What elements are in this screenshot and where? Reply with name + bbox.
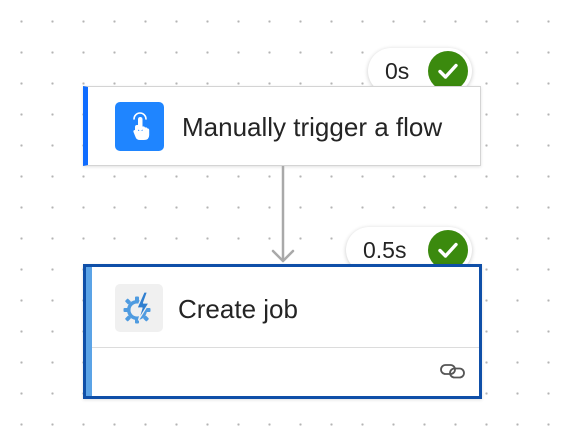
touch-hand-icon — [115, 102, 164, 151]
action-duration: 0.5s — [363, 236, 407, 263]
action-card[interactable]: Create job — [83, 264, 482, 399]
connector-arrow — [271, 166, 295, 263]
check-circle-icon — [428, 230, 468, 270]
action-accent-bar — [86, 267, 92, 396]
action-title: Create job — [178, 294, 298, 324]
job-gear-icon — [115, 284, 163, 332]
trigger-duration: 0s — [385, 57, 410, 84]
trigger-card[interactable]: Manually trigger a flow — [83, 86, 481, 166]
action-divider — [92, 347, 479, 348]
check-circle-icon — [428, 51, 468, 91]
link-icon[interactable] — [439, 361, 467, 381]
trigger-title: Manually trigger a flow — [182, 112, 443, 142]
